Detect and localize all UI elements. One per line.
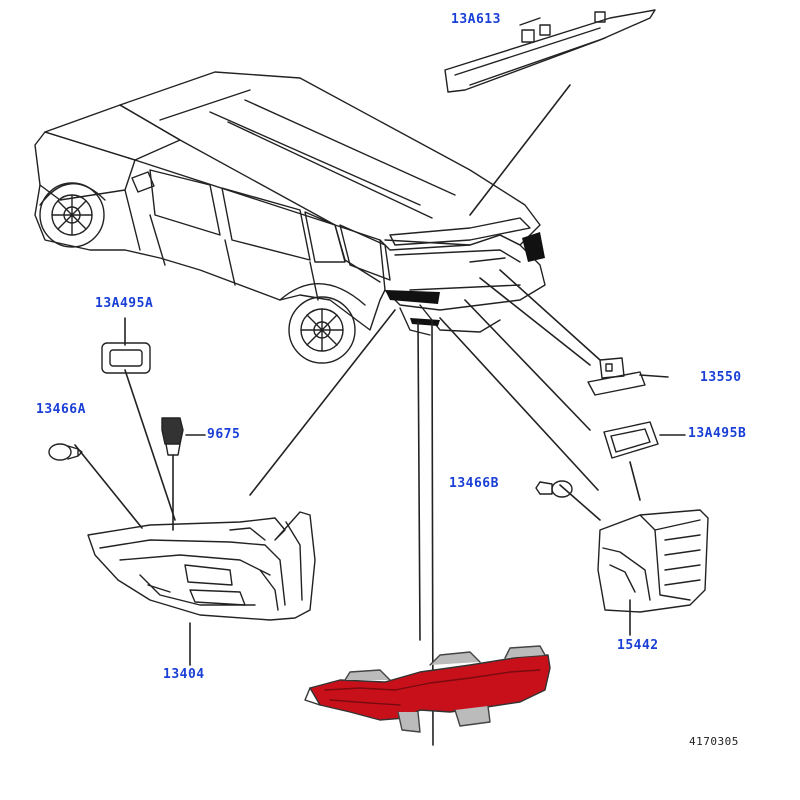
label-13A495B: 13A495B [688, 426, 747, 441]
label-13404: 13404 [163, 667, 205, 682]
label-13466A: 13466A [36, 402, 86, 417]
leader-lines [74, 84, 686, 746]
vehicle-illustration [34, 71, 546, 364]
label-13A613: 13A613 [451, 12, 501, 27]
bulb-holder [161, 417, 184, 456]
license-lamp [587, 357, 646, 396]
rear-reflector [304, 645, 551, 733]
label-13466B: 13466B [449, 476, 499, 491]
tail-lamp-left [87, 511, 316, 621]
tail-lamp-right [597, 509, 709, 613]
label-15442: 15442 [617, 638, 659, 653]
diagram-reference-number: 4170305 [689, 735, 739, 748]
high-mount-stop-lamp [444, 9, 656, 93]
gasket-left [101, 342, 151, 374]
label-9675: 9675 [207, 427, 241, 442]
label-13550: 13550 [700, 370, 742, 385]
bulb-right [535, 480, 573, 498]
gasket-right [603, 421, 659, 459]
label-13A495A: 13A495A [95, 296, 154, 311]
bulb-left [48, 443, 83, 461]
